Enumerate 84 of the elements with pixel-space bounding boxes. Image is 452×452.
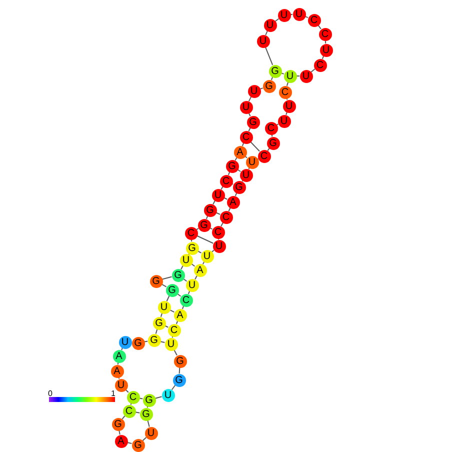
nucleotide-circle: U — [114, 378, 128, 392]
nucleotide-circle: U — [282, 100, 296, 112]
nucleotide-circle: U — [180, 254, 192, 266]
backbone-line — [160, 312, 163, 318]
backbone-line — [162, 276, 172, 280]
nucleotide-circle: A — [112, 350, 126, 362]
nucleotide-circle: A — [194, 264, 206, 276]
base-pair-line — [196, 235, 214, 244]
nucleotide-circle: U — [162, 388, 174, 402]
nucleotide-circle: G — [174, 354, 186, 368]
backbone-line — [286, 112, 288, 116]
nucleotide-circle: C — [126, 390, 140, 404]
nucleotide-circle: A — [226, 196, 240, 208]
nucleotide-circle: A — [114, 434, 128, 448]
nucleotide-circle: C — [122, 404, 136, 418]
nucleotide-circle: G — [166, 284, 178, 296]
nucleotide-circle: U — [284, 70, 296, 82]
backbone-line — [190, 238, 192, 242]
nucleotide-circle: U — [212, 240, 226, 252]
nucleotide-circle: C — [212, 226, 224, 238]
nucleotide-circle: U — [240, 100, 252, 114]
nucleotide-circle: C — [308, 14, 320, 26]
nucleotide-circle: U — [300, 70, 312, 82]
nucleotide-circle: G — [268, 64, 282, 78]
nucleotide-circle: U — [118, 336, 132, 348]
nucleotide-circle: U — [256, 34, 270, 48]
nucleotide-circle: C — [264, 122, 278, 134]
backbone-line — [248, 167, 250, 170]
nucleotide-circle: G — [232, 180, 246, 194]
nucleotide-circle: G — [266, 136, 280, 150]
nucleotide-circle: G — [152, 316, 166, 330]
nucleotide-circle: U — [248, 84, 260, 98]
nucleotide-circle: G — [112, 418, 124, 430]
nucleotide-circle: U — [264, 18, 276, 32]
nucleotide-circle: U — [246, 156, 258, 168]
nucleotide-circle: C — [184, 226, 198, 240]
nucleotide-circle: U — [200, 250, 214, 262]
nucleotide-circle: C — [180, 294, 192, 306]
backbone-line — [264, 46, 274, 66]
nucleotide-circle: A — [234, 146, 246, 158]
nucleotide-circle: G — [172, 268, 184, 282]
scale-tick-label: 0 — [48, 389, 52, 398]
nucleotide-circle: G — [172, 374, 186, 386]
backbone-line — [122, 415, 126, 420]
backbone-line — [178, 367, 180, 374]
nucleotide-circle: U — [292, 8, 306, 20]
backbone-line — [286, 82, 289, 86]
nucleotide-circle: G — [148, 334, 160, 346]
backbone-line — [130, 402, 132, 406]
nucleotide-circle: G — [132, 438, 144, 452]
nucleotide-circle: C — [220, 174, 232, 188]
nucleotide-circle: G — [150, 274, 162, 288]
backbone-line — [171, 384, 176, 390]
backbone-line — [260, 88, 264, 90]
nucleotide-circle: C — [314, 58, 326, 72]
nucleotide-circle: C — [240, 130, 252, 144]
nucleotide-circle: C — [278, 86, 292, 98]
nucleotide-circle: C — [220, 210, 232, 224]
nucleotide-circle: A — [110, 364, 124, 378]
nucleotide-circle: U — [278, 114, 290, 128]
nucleotide-circle: U — [186, 278, 198, 292]
nucleotide-circle: U — [278, 8, 290, 22]
nucleotide-circle: G — [262, 80, 276, 92]
nucleotide-circle: G — [204, 204, 216, 216]
nucleotide-circle: U — [320, 44, 332, 56]
backbone-line — [212, 250, 214, 252]
nucleotide-circle: C — [318, 28, 332, 40]
nucleotide-circle: G — [186, 242, 198, 254]
nucleotide-circle: G — [198, 218, 210, 232]
nucleotide-circle: U — [164, 338, 178, 350]
nucleotide-circle: G — [132, 336, 144, 350]
nucleotide-circle: G — [226, 160, 238, 172]
nucleotide-circle: C — [168, 324, 180, 336]
nucleotide-circle: U — [144, 426, 158, 440]
nucleotide-circle: U — [212, 188, 224, 202]
base-pair-line — [250, 141, 260, 152]
nucleotide-circle: C — [258, 150, 270, 162]
nucleotide-circle: G — [246, 116, 260, 128]
nucleotide-circle: A — [174, 308, 186, 322]
nucleotide-circle: U — [240, 168, 252, 182]
nucleotide-circle: U — [158, 300, 170, 314]
nucleotide-circle: G — [140, 408, 152, 420]
nucleotide-circle: G — [142, 394, 156, 406]
scale-tick-label: 1 — [111, 389, 116, 398]
